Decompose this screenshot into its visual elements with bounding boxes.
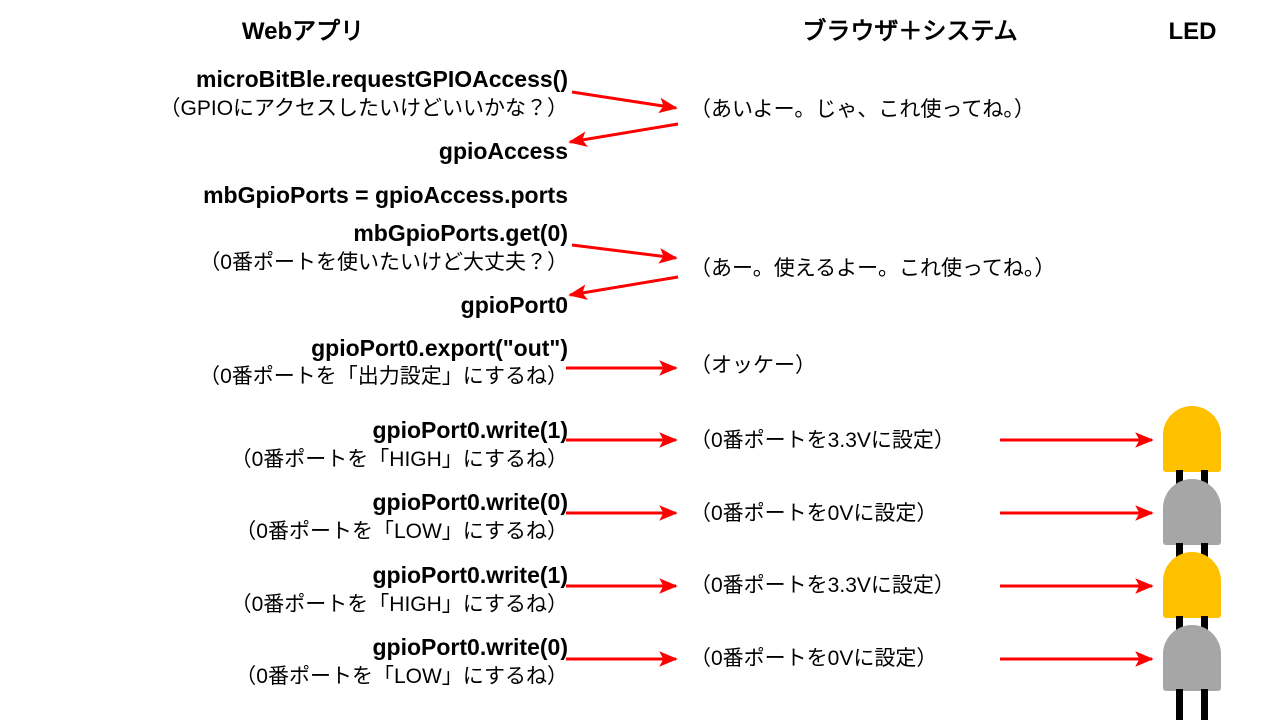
led-leg-left <box>1176 689 1183 720</box>
led-bulb <box>1163 479 1221 545</box>
call-label-mb-gpio-ports-get: mbGpioPorts.get(0) <box>353 220 568 246</box>
system-text-write-1-a: （0番ポートを3.3Vに設定） <box>690 429 955 452</box>
call-label-write-0-b: gpioPort0.write(0) <box>372 634 568 660</box>
arrow-request-gpio-access <box>571 90 678 114</box>
call-label-write-1-b: gpioPort0.write(1) <box>372 562 568 588</box>
system-text-export-out: （オッケー） <box>690 354 816 377</box>
system-text-write-0-a: （0番ポートを0Vに設定） <box>690 502 938 525</box>
call-note-write-0-a: （0番ポートを「LOW」にするね） <box>235 520 568 543</box>
column-header-led: LED <box>1168 18 1217 45</box>
system-text-request-gpio-access: （あいよー。じゃ、これ使ってね。） <box>690 98 1035 121</box>
system-text-mb-gpio-ports-get: （あー。使えるよー。これ使ってね。） <box>690 257 1056 280</box>
column-header-browser-system: ブラウザ＋システム <box>802 18 1018 45</box>
call-label-write-1-a: gpioPort0.write(1) <box>372 417 568 443</box>
call-label-request-gpio-access: microBitBle.requestGPIOAccess() <box>196 66 568 92</box>
arrow-gpio-access-return <box>568 122 679 147</box>
led-bulb <box>1163 406 1221 472</box>
call-label-gpio-access-return: gpioAccess <box>438 138 568 164</box>
column-header-webapp: Webアプリ <box>241 18 365 45</box>
arrow-gpio-port0-return <box>568 275 679 300</box>
call-note-mb-gpio-ports-get: （0番ポートを使いたいけど大丈夫？） <box>199 251 568 274</box>
call-note-write-0-b: （0番ポートを「LOW」にするね） <box>235 665 568 688</box>
led-bulb <box>1163 625 1221 691</box>
call-note-write-1-b: （0番ポートを「HIGH」にするね） <box>230 593 568 616</box>
call-note-write-1-a: （0番ポートを「HIGH」にするね） <box>230 448 568 471</box>
call-label-mb-gpio-ports: mbGpioPorts = gpioAccess.ports <box>203 182 568 208</box>
call-label-export-out: gpioPort0.export("out") <box>311 335 568 361</box>
call-label-gpio-port0-return: gpioPort0 <box>460 292 568 318</box>
led-icon-off-write-0-b <box>1163 625 1221 720</box>
led-bulb <box>1163 552 1221 618</box>
call-note-request-gpio-access: （GPIOにアクセスしたいけどいいかな？） <box>159 97 568 120</box>
system-text-write-1-b: （0番ポートを3.3Vに設定） <box>690 574 955 597</box>
call-label-write-0-a: gpioPort0.write(0) <box>372 489 568 515</box>
led-leg-right <box>1201 689 1208 720</box>
call-note-export-out: （0番ポートを「出力設定」にするね） <box>199 365 568 388</box>
system-text-write-0-b: （0番ポートを0Vに設定） <box>690 647 938 670</box>
arrow-mb-gpio-ports-get <box>571 243 678 264</box>
